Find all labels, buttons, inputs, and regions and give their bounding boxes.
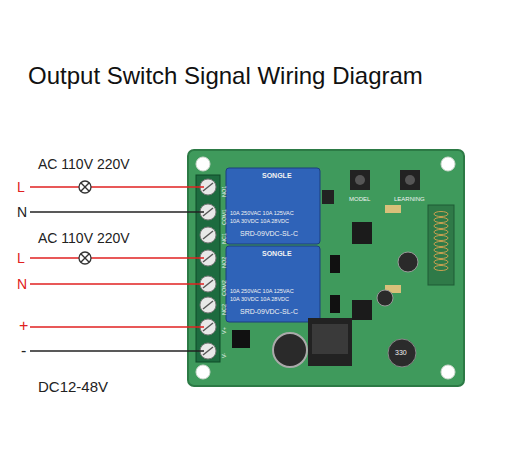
screw-slot bbox=[203, 254, 213, 262]
mounting-hole bbox=[441, 157, 455, 171]
mounting-hole bbox=[196, 157, 210, 171]
terminal-screw bbox=[200, 297, 216, 313]
screw-slot bbox=[203, 323, 213, 331]
positive-label: + bbox=[19, 318, 28, 334]
terminal-label: COM2 bbox=[222, 280, 228, 296]
receiver-module bbox=[428, 205, 454, 285]
push-button bbox=[350, 170, 370, 190]
wires bbox=[30, 187, 204, 351]
lamp-symbol bbox=[79, 181, 91, 264]
terminal-label: NC1 bbox=[222, 233, 228, 244]
terminal-label: V+ bbox=[222, 327, 228, 334]
voltage-regulator bbox=[312, 324, 348, 354]
push-button bbox=[405, 175, 415, 185]
terminal-label: V- bbox=[222, 353, 228, 358]
terminal-label: NC2 bbox=[222, 304, 228, 315]
coil-turn bbox=[434, 266, 448, 271]
coil-turn bbox=[434, 224, 448, 229]
terminal-label: COM1 bbox=[222, 209, 228, 225]
terminal-label: NO1 bbox=[222, 186, 228, 197]
coil-turn bbox=[434, 218, 448, 223]
mounting-hole bbox=[441, 365, 455, 379]
ic-chip bbox=[352, 222, 372, 244]
coil-turn bbox=[434, 242, 448, 247]
diagram-title: Output Switch Signal Wiring Diagram bbox=[28, 64, 423, 88]
diode bbox=[330, 255, 340, 273]
screw-slot bbox=[203, 347, 213, 355]
relay bbox=[226, 246, 320, 322]
relay bbox=[226, 168, 320, 244]
voltage-label: AC 110V 220V bbox=[38, 157, 130, 171]
screw-slot bbox=[203, 280, 213, 288]
neutral-label: N bbox=[17, 277, 27, 291]
screw-slot bbox=[203, 301, 213, 309]
voltage-regulator bbox=[308, 318, 352, 366]
button-label: LEARNING bbox=[394, 196, 425, 202]
mounting-hole bbox=[196, 365, 210, 379]
voltage-label: DC12-48V bbox=[38, 379, 108, 394]
electrolytic-capacitor bbox=[273, 333, 307, 367]
screw-slot bbox=[203, 208, 213, 216]
terminal-label: NO2 bbox=[222, 257, 228, 268]
coil-turn bbox=[434, 236, 448, 241]
negative-label: - bbox=[21, 343, 26, 359]
screw-slot bbox=[203, 183, 213, 191]
diode bbox=[330, 295, 340, 313]
button-label: MODEL bbox=[349, 196, 370, 202]
terminal-block bbox=[196, 175, 220, 362]
relay-brand: SONGLE bbox=[262, 172, 292, 179]
relay-rating: 10A 30VDC 10A 28VDC bbox=[230, 297, 289, 303]
coil-turn bbox=[434, 260, 448, 265]
coil-turn bbox=[434, 230, 448, 235]
voltage-label: AC 110V 220V bbox=[38, 231, 130, 245]
inductor bbox=[388, 339, 416, 367]
pcb-board bbox=[188, 150, 464, 386]
relay-model: SRD-09VDC-SL-C bbox=[240, 308, 298, 315]
capacitor bbox=[377, 290, 393, 306]
relay-brand: SONGLE bbox=[262, 250, 292, 257]
terminal-screw bbox=[200, 227, 216, 243]
screw-slot bbox=[203, 231, 213, 239]
line-label: L bbox=[17, 251, 25, 265]
antenna-coil bbox=[434, 212, 448, 271]
ic-chip bbox=[352, 300, 372, 320]
coil-turn bbox=[434, 212, 448, 217]
push-button bbox=[400, 170, 420, 190]
coil-turn bbox=[434, 248, 448, 253]
transistor bbox=[322, 190, 334, 204]
coil-turn bbox=[434, 254, 448, 259]
neutral-label: N bbox=[17, 205, 27, 219]
capacitor bbox=[398, 252, 418, 272]
inductor-value: 330 bbox=[395, 349, 407, 356]
push-button bbox=[355, 175, 365, 185]
relay-rating: 10A 250VAC 10A 125VAC bbox=[230, 211, 294, 217]
bridge-rectifier bbox=[232, 330, 250, 348]
relay-rating: 10A 30VDC 10A 28VDC bbox=[230, 219, 289, 225]
relay-rating: 10A 250VAC 10A 125VAC bbox=[230, 289, 294, 295]
relay-model: SRD-09VDC-SL-C bbox=[240, 230, 298, 237]
terminal-screws bbox=[200, 179, 216, 359]
line-label: L bbox=[17, 180, 25, 194]
resistor bbox=[385, 205, 401, 213]
